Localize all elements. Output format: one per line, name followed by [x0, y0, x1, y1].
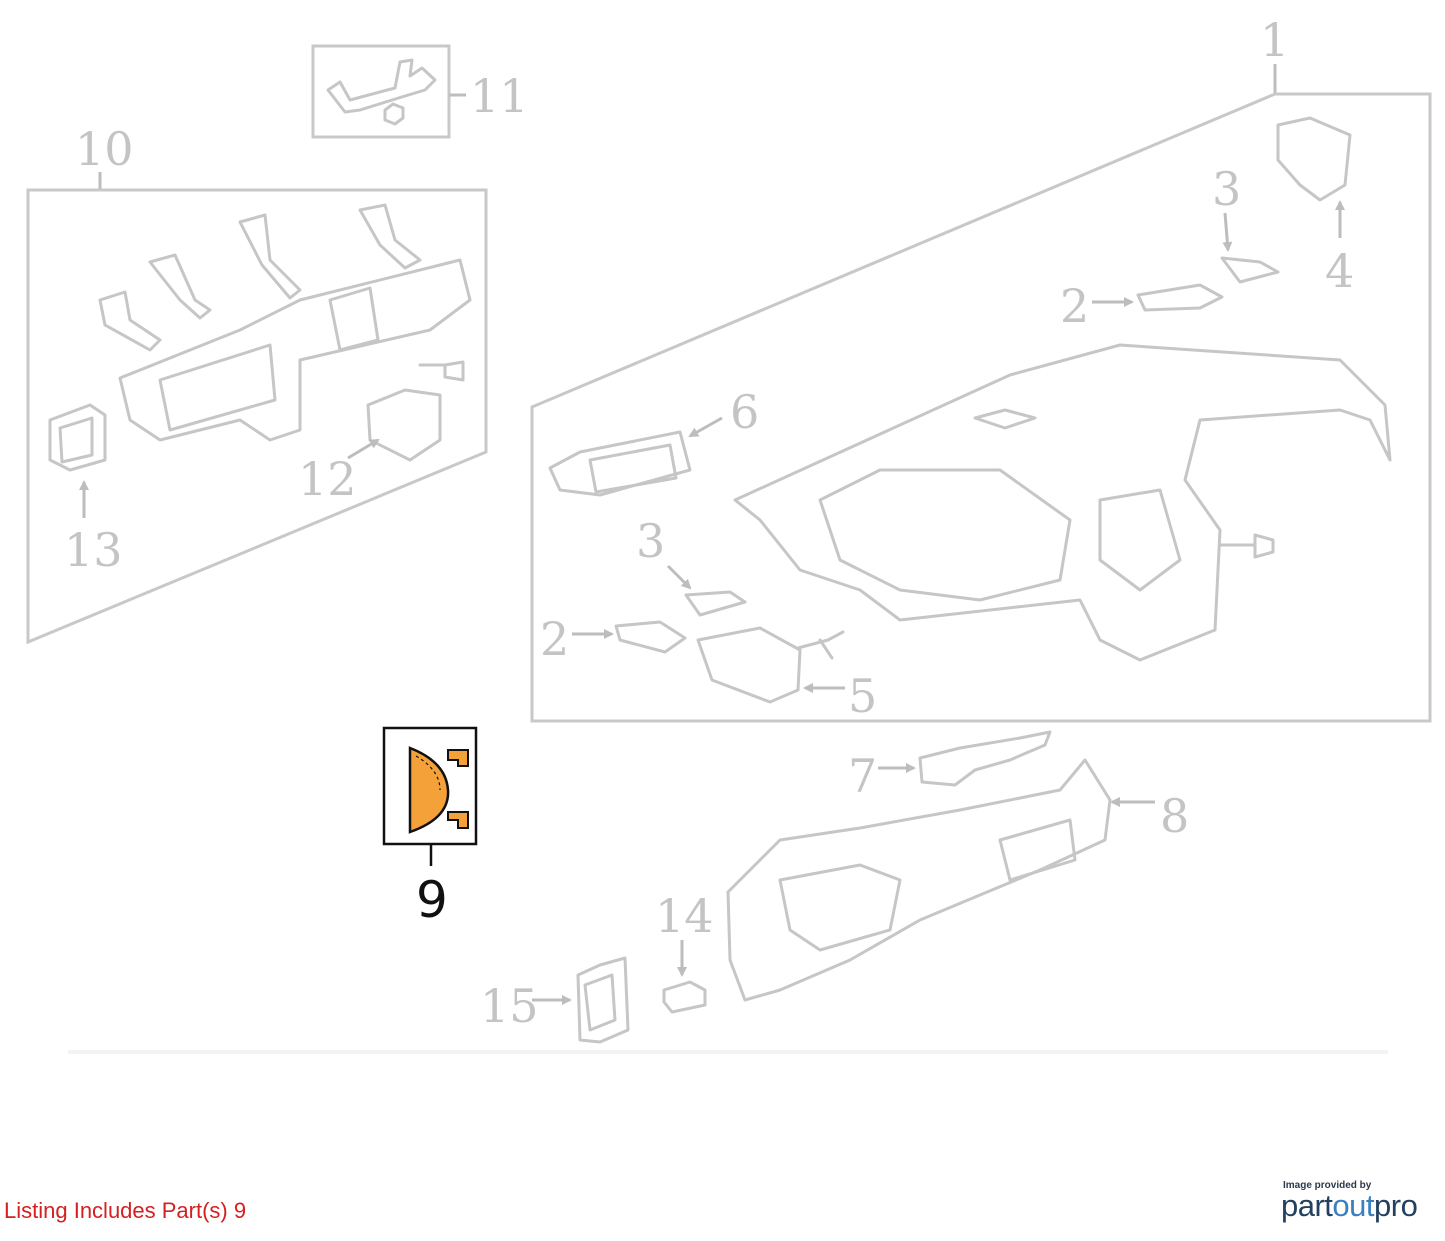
- logo-part: part: [1281, 1188, 1333, 1223]
- partoutpro-logo: partoutpro: [1281, 1188, 1418, 1224]
- part-9-highlight: 9: [382, 726, 478, 929]
- callout-12: 12: [298, 452, 357, 506]
- callout-7: 7: [848, 749, 877, 803]
- callout-6: 6: [730, 385, 759, 439]
- callout-5: 5: [848, 669, 877, 723]
- image-credit-caption: Image provided by: [1283, 1180, 1372, 1191]
- callout-4: 4: [1325, 244, 1354, 298]
- listing-note: Listing Includes Part(s) 9: [4, 1198, 247, 1223]
- callout-2-low: 2: [540, 612, 569, 666]
- logo-pro: pro: [1374, 1188, 1418, 1223]
- callout-11: 11: [470, 69, 529, 123]
- callout-13: 13: [64, 523, 123, 577]
- callout-3-low: 3: [636, 514, 665, 568]
- callout-9: 9: [416, 871, 448, 929]
- callout-8: 8: [1160, 789, 1189, 843]
- callout-1: 1: [1260, 13, 1289, 67]
- group-11: 11: [311, 44, 529, 139]
- lower-parts: 7 8 14 15: [480, 730, 1189, 1044]
- callout-10: 10: [75, 122, 134, 176]
- callout-14: 14: [655, 889, 714, 943]
- group-10: 10 13 12: [26, 122, 488, 645]
- callout-2-top: 2: [1060, 279, 1089, 333]
- logo-out: out: [1332, 1188, 1375, 1223]
- callout-3-top: 3: [1212, 162, 1241, 216]
- callout-15: 15: [480, 979, 539, 1033]
- group-1: 1 6 4 3 2 3 2 5: [530, 13, 1432, 723]
